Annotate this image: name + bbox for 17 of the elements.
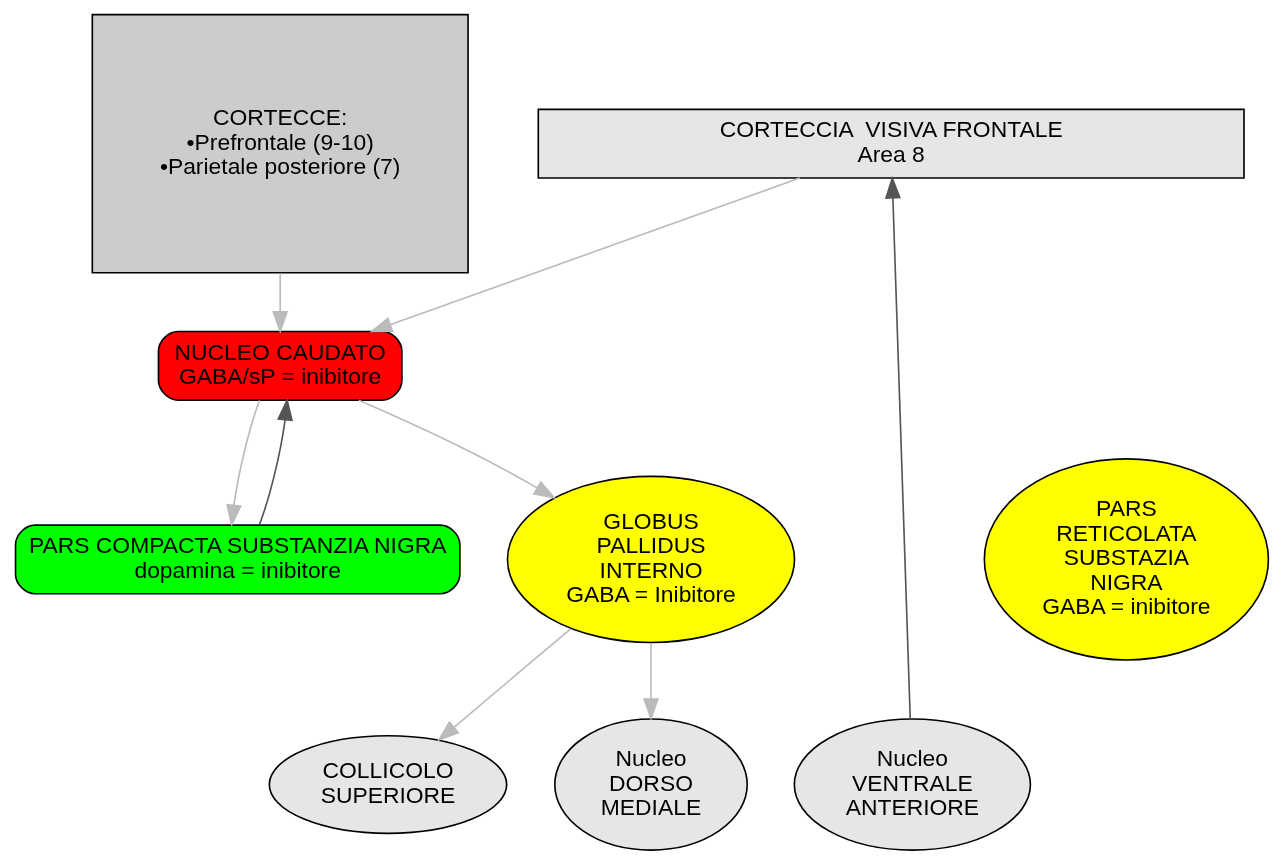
- node-ellipse: PARS RETICOLATA SUBSTAZIA NIGRA GABA = inibitore: [983, 458, 1270, 661]
- node-box: NUCLEO CAUDATO GABA/sP = inibitore: [157, 330, 403, 401]
- arrow: [357, 399, 557, 500]
- node-box: CORTECCE: •Prefrontale (9-10) •Parietale posteriore (7): [91, 13, 469, 274]
- node-ellipse: GLOBUS PALLIDUS INTERNO GABA = Inibitore: [506, 475, 796, 644]
- arrow: [226, 399, 261, 528]
- arrow: [643, 642, 659, 722]
- node-ellipse: Nucleo VENTRALE ANTERIORE: [793, 718, 1032, 851]
- arrow: [437, 628, 572, 742]
- node-ellipse: Nucleo DORSO MEDIALE: [554, 718, 748, 851]
- arrow: [884, 175, 912, 720]
- arrow: [369, 177, 801, 333]
- arrow: [272, 272, 289, 334]
- arrow: [258, 397, 293, 526]
- node-ellipse: COLLICOLO SUPERIORE: [268, 734, 508, 835]
- node-box: CORTECCIA VISIVA FRONTALE Area 8: [537, 108, 1245, 179]
- node-box: PARS COMPACTA SUBSTANZIA NIGRA dopamina = inibitore: [14, 524, 461, 595]
